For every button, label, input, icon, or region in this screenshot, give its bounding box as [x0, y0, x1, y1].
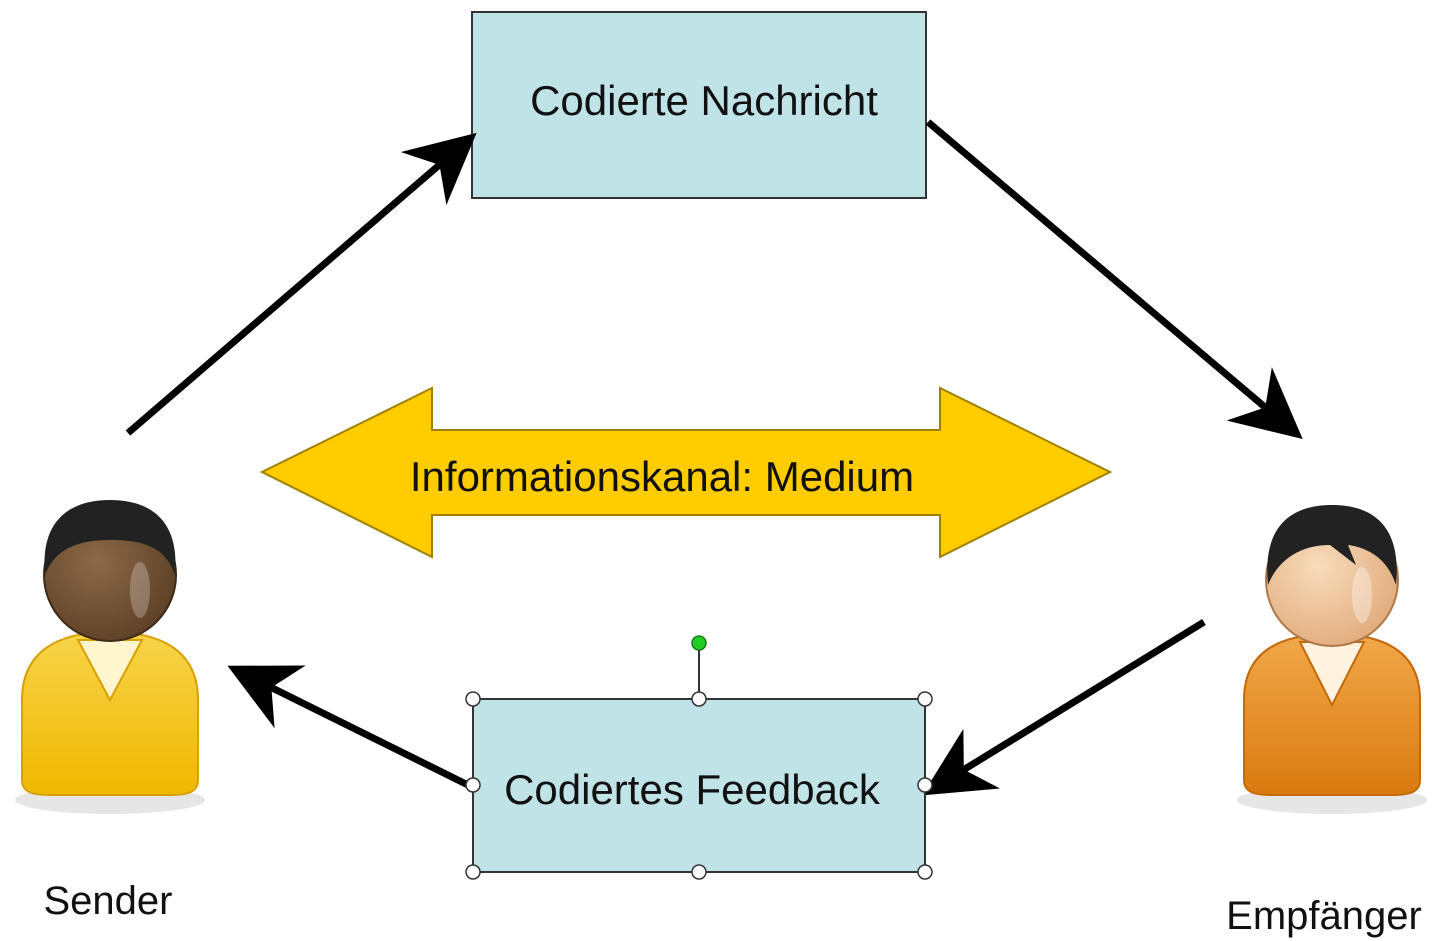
receiver-shirt: [1243, 632, 1421, 796]
resize-handle-ne[interactable]: [917, 691, 933, 707]
arrow-sender-to-message: [125, 132, 477, 436]
channel-label: Informationskanal: Medium: [410, 453, 914, 500]
arrow-feedback-to-sender: [227, 665, 472, 790]
resize-handle-n[interactable]: [691, 691, 707, 707]
resize-handle-w[interactable]: [465, 777, 481, 793]
message-box-label: Codierte Nachricht: [530, 77, 878, 124]
feedback-box-label: Codiertes Feedback: [504, 766, 881, 813]
resize-handle-sw[interactable]: [465, 864, 481, 880]
feedback-box[interactable]: Codiertes Feedback: [465, 635, 933, 880]
sender-head-highlight: [130, 562, 150, 618]
sender-hair: [44, 500, 176, 575]
message-box-rect: [471, 11, 927, 199]
resize-handle-nw[interactable]: [465, 691, 481, 707]
sender-label: Sender: [44, 879, 173, 923]
arrow-message-to-receiver: [925, 119, 1303, 440]
receiver-hair: [1267, 505, 1397, 585]
sender-shirt: [21, 630, 199, 796]
receiver-label: Empfänger: [1226, 894, 1422, 938]
message-box[interactable]: Codierte Nachricht: [471, 11, 927, 199]
resize-handle-se[interactable]: [917, 864, 933, 880]
resize-handle-e[interactable]: [917, 777, 933, 793]
receiver-person-icon[interactable]: [1237, 505, 1427, 814]
channel-arrow-shape: [259, 386, 1113, 559]
channel-double-arrow[interactable]: Informationskanal: Medium: [259, 386, 1113, 559]
receiver-head-highlight: [1352, 567, 1372, 623]
resize-handle-s[interactable]: [691, 864, 707, 880]
arrow-receiver-to-feedback: [922, 619, 1206, 796]
rotation-handle[interactable]: [691, 635, 707, 651]
sender-person-icon[interactable]: [15, 500, 205, 814]
